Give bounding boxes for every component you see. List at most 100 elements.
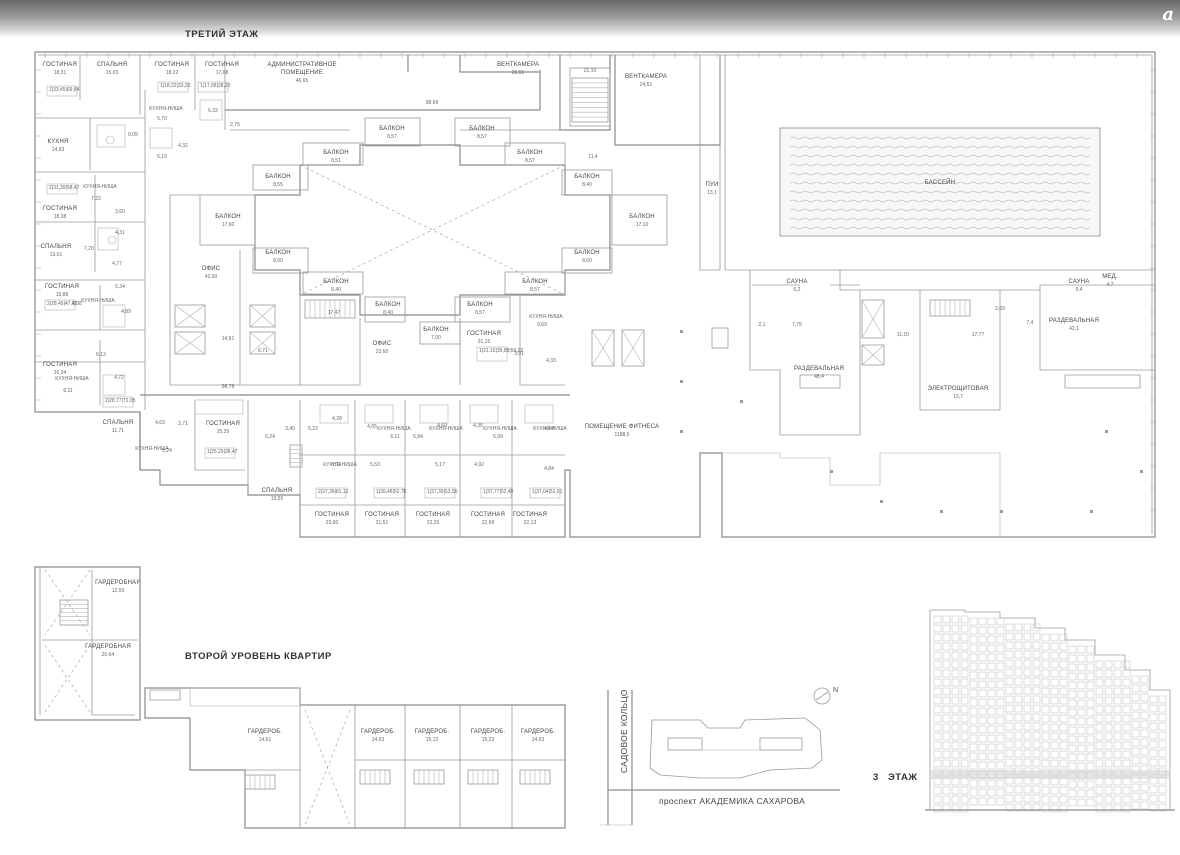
room-area: 8,57 [525,158,535,164]
room-label: ЭЛЕКТРОЩИТОВАЯ [928,386,989,392]
apartment-total-box [46,183,78,195]
area-value: 4,65 [367,424,377,430]
kitchen-niche-label: КУХНЯ-НИША [323,462,357,468]
apartment-total-box [197,81,229,93]
area-value: 7,75 [792,322,802,328]
kitchen-niche-label: КУХНЯ-НИША [377,426,411,432]
area-value: 4,28 [332,416,342,422]
area-value: 6,03 [331,462,341,468]
area-value: 6,11 [63,388,73,394]
room-area: 18,38 [54,214,67,220]
room-label: ГОСТИНАЯ [155,62,189,68]
facade-elevation [925,609,1175,813]
room-label: ГАРДЕРОБНАЯ [85,644,131,650]
stair-east [929,299,971,317]
second-level-heading: ВТОРОЙ УРОВЕНЬ КВАРТИР [185,650,332,662]
floor-number: 3 [873,772,879,783]
apartment-total-text: 1|25,29|38,47 [207,449,238,455]
street-ring-label: САДОВОЕ КОЛЬЦО [619,689,629,773]
room-label: ГОСТИНАЯ [43,206,77,212]
area-value: 11,4 [588,154,598,160]
apartment-total-box [204,447,236,459]
room-label: ГОСТИНАЯ [43,62,77,68]
area-value: 6,11 [390,434,400,440]
second-level-plan [34,566,566,829]
area-value: 5,22 [308,426,318,432]
room-label: БАЛКОН [517,150,543,156]
pool-wave-lines [789,136,1091,230]
area-value: 17,77 [972,332,985,338]
room-label: ГОСТИНАЯ [365,512,399,518]
room-area: 16,34 [54,370,67,376]
room-area: 42,1 [1069,326,1079,332]
room-area: 14,93 [52,147,65,153]
room-label: ГОСТИНАЯ [467,331,501,337]
room-area: 20,64 [102,652,115,658]
area-value: 5,34 [115,284,125,290]
area-value: 7,20 [84,246,94,252]
kitchen-niche-label: КУХНЯ-НИША [533,426,567,432]
street-prospekt-label: проспект АКАДЕМИКА САХАРОВА [659,796,805,806]
room-label: БАССЕЙН [925,178,955,186]
brand-logo: a [1162,4,1174,25]
area-value: 9,69 [537,322,547,328]
area-value: 4,84 [544,466,554,472]
area-value: 4,31 [115,230,125,236]
structural-columns [680,330,1143,513]
apartment-total-box [476,346,508,362]
room-area: 8,60 [273,258,283,264]
room-area: 8,40 [383,310,393,316]
area-value: 14,91 [222,336,235,342]
small-area-labels: 98,6921,1011,414,9198,7817,475,705,194,3… [63,68,1033,472]
apartment-total-text: 2|37,39|81,12 [318,489,349,495]
room-area: 8,57 [475,310,485,316]
area-value: 5,24 [162,448,172,454]
stair-north [571,77,609,123]
elevator-core-west [174,304,276,355]
area-value: 4,08 [544,426,554,432]
area-value: 6,13 [96,352,106,358]
floor-word: ЭТАЖ [888,772,917,783]
room-area: 1188,5 [615,432,630,438]
area-value: 4,33 [546,358,556,364]
room-label: РАЗДЕВАЛЬНАЯ [794,366,844,372]
area-value: 98,69 [426,100,439,106]
room-label: САУНА [1068,279,1089,285]
area-value: 7,22 [91,196,101,202]
apartment-total-text: 1|37,04|51,51 [532,489,563,495]
room-area: 4,7 [1107,282,1114,288]
room-label: ГОСТИНАЯ [471,512,505,518]
room-area: 8,51 [331,158,341,164]
area-value: 4,63 [155,420,165,426]
room-area: 5,4 [1076,287,1083,293]
room-area: 42,00 [205,274,218,280]
apartment-total-box [44,299,76,311]
room-label: БАЛКОН [323,150,349,156]
room-area: 15,12 [426,737,439,743]
room-area: 13,01 [50,252,63,258]
room-label: ОФИС [373,341,392,347]
apartment-total-text: 1|18,22|33,22 [160,83,191,89]
room-label: ОФИС [202,266,221,272]
room-label: БАЛКОН [629,214,655,220]
area-value: 6,32 [208,108,218,114]
area-value: 5,17 [435,462,445,468]
room-label: БАЛКОН [265,250,291,256]
apartment-total-text: 1|39,48|52,75 [376,489,407,495]
area-value: 2,69 [995,306,1005,312]
kitchen-niche-label: КУХНЯ-НИША [83,184,117,190]
area-value: 6,71 [258,348,268,354]
room-area: 21,15 [478,339,491,345]
room-area: 17,60 [222,222,235,228]
room-area: 18,31 [54,70,67,76]
room-area: 22,13 [524,520,537,526]
apartment-total-box [424,487,456,499]
room-label: САУНА [786,279,807,285]
room-area: 8,55 [273,182,283,188]
room-label: СПАЛЬНЯ [97,62,128,68]
room-area: 15,88 [56,292,69,298]
kitchen-niche-label: КУХНЯ-НИША [55,376,89,382]
room-label: ГАРДЕРОБНАЯ [95,580,141,586]
area-value: 7,4 [1027,320,1034,326]
room-area: 14,93 [532,737,545,743]
